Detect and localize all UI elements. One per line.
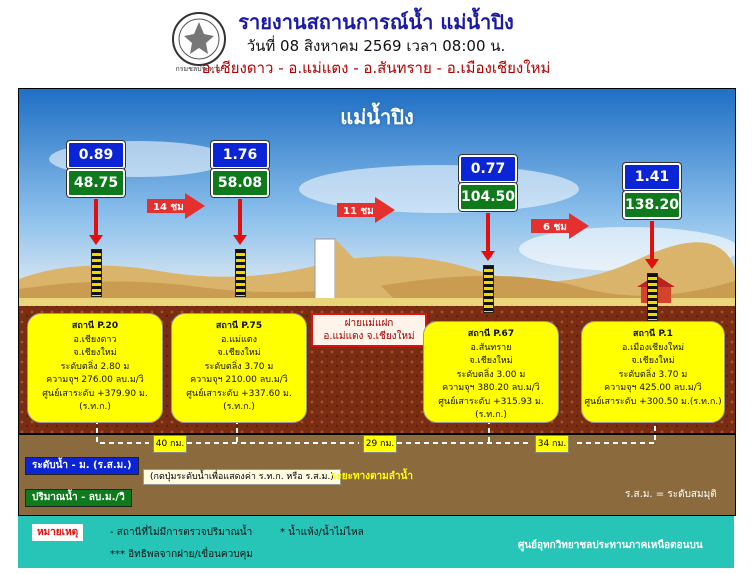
rsm-definition: ร.ส.ม. = ระดับสมมุติ — [625, 489, 717, 500]
staff-gauge-icon — [235, 249, 246, 297]
remark-weir-influence: *** อิทธิพลจากฝาย/เขื่อนควบคุม — [110, 549, 253, 560]
capacity: ความจุฯ 380.20 ลบ.ม/วิ — [442, 383, 540, 393]
station-province: จ.เชียงใหม่ — [469, 356, 513, 366]
station-amphoe: อ.สันทราย — [470, 342, 512, 353]
gauge-datum: ศูนย์เสาระดับ +337.60 ม.(ร.ท.ก.) — [186, 388, 292, 413]
station-name: สถานี P.75 — [215, 321, 263, 331]
station-p67-flow-button[interactable]: 104.50 — [459, 183, 517, 211]
travel-arrow-icon — [531, 213, 589, 239]
royal-irrigation-seal — [168, 10, 230, 68]
remarks-label: หมายเหตุ — [32, 524, 84, 541]
weir-name: ฝายแม่แฝก — [344, 318, 394, 329]
station-p75-level-button[interactable]: 1.76 — [211, 141, 269, 169]
station-p20-level-button[interactable]: 0.89 — [67, 141, 125, 169]
river-name: แม่น้ำปิง — [340, 105, 414, 129]
staff-gauge-icon — [91, 249, 102, 297]
remark-dry: * น้ำแห้ง/น้ำไม่ไหล — [280, 527, 364, 538]
arrow-head-icon — [481, 251, 495, 261]
down-arrow-icon — [94, 199, 98, 237]
arrow-head-icon — [645, 259, 659, 269]
station-amphoe: อ.เมืองเชียงใหม่ — [621, 342, 685, 353]
station-province: จ.เชียงใหม่ — [217, 348, 261, 358]
weir-label: ฝายแม่แฝก อ.แม่แตง จ.เชียงใหม่ — [311, 313, 427, 347]
station-p1-flow-button[interactable]: 138.20 — [623, 191, 681, 219]
gauge-datum: ศูนย์เสาระดับ +315.93 ม.(ร.ท.ก.) — [438, 396, 544, 421]
distance-label: 40 กม. — [153, 435, 187, 453]
flow-legend-button[interactable]: ปริมาณน้ำ - ลบ.ม./วิ — [25, 489, 132, 507]
down-arrow-icon — [486, 213, 490, 253]
station-p67-level-button[interactable]: 0.77 — [459, 155, 517, 183]
bank-level: ระดับตลิ่ง 3.70 ม — [204, 361, 274, 372]
station-province: จ.เชียงใหม่ — [631, 356, 675, 366]
station-p20-flow-button[interactable]: 48.75 — [67, 169, 125, 197]
down-arrow-icon — [650, 221, 654, 261]
gauge-datum: ศูนย์เสาระดับ +300.50 ม.(ร.ท.ก.) — [584, 396, 722, 407]
capacity: ความจุฯ 210.00 ลบ.ม/วิ — [190, 375, 288, 385]
capacity: ความจุฯ 276.00 ลบ.ม/วิ — [46, 375, 144, 385]
unit-toggle-note: (กดปุ่มระดับน้ำเพื่อแสดงค่า ร.ท.ก. หรือ … — [143, 469, 341, 485]
remark-no-flow-station: - สถานีที่ไม่มีการตรวจปริมาณน้ำ — [110, 527, 253, 538]
bank-level: ระดับตลิ่ง 3.00 ม — [456, 369, 526, 380]
travel-time-label: 11 ชม — [343, 206, 374, 217]
station-amphoe: อ.แม่แตง — [220, 334, 258, 345]
distance-label: 34 กม. — [535, 435, 569, 453]
agency-name: ศูนย์อุทกวิทยาชลประทานภาคเหนือตอนบน — [518, 540, 703, 551]
travel-time-label: 14 ชม — [153, 202, 184, 213]
distance-label: 29 กม. — [363, 435, 397, 453]
capacity: ความจุฯ 425.00 ลบ.ม/วิ — [604, 383, 702, 393]
station-p1-level-button[interactable]: 1.41 — [623, 163, 681, 191]
report-title: รายงานสถานการณ์น้ำ แม่น้ำปิง — [238, 10, 514, 34]
station-province: จ.เชียงใหม่ — [73, 348, 117, 358]
river-distance-legend: ระยะทางตามลำน้ำ — [331, 471, 413, 482]
seal-caption: กรมชลประทาน — [175, 65, 223, 73]
travel-arrow-icon — [147, 193, 205, 219]
station-info-card: สถานี P.75 อ.แม่แตง จ.เชียงใหม่ ระดับตลิ… — [171, 313, 307, 423]
weir-location: อ.แม่แตง จ.เชียงใหม่ — [323, 331, 415, 342]
down-arrow-icon — [238, 199, 242, 237]
station-name: สถานี P.67 — [467, 329, 515, 339]
bank-level: ระดับตลิ่ง 2.80 ม — [60, 361, 130, 372]
station-name: สถานี P.20 — [71, 321, 119, 331]
travel-time-label: 6 ชม — [543, 222, 567, 233]
station-info-card: สถานี P.67 อ.สันทราย จ.เชียงใหม่ ระดับตล… — [423, 321, 559, 423]
station-p75-flow-button[interactable]: 58.08 — [211, 169, 269, 197]
station-name: สถานี P.1 — [633, 329, 673, 339]
staff-gauge-icon — [647, 273, 658, 321]
station-info-card: สถานี P.20 อ.เชียงดาว จ.เชียงใหม่ ระดับต… — [27, 313, 163, 423]
gauge-datum: ศูนย์เสาระดับ +379.90 ม.(ร.ท.ก.) — [42, 388, 148, 413]
remarks-bar: หมายเหตุ - สถานีที่ไม่มีการตรวจปริมาณน้ำ… — [18, 516, 734, 568]
travel-arrow-icon — [337, 197, 395, 223]
bank-level: ระดับตลิ่ง 3.70 ม — [618, 369, 688, 380]
report-date: วันที่ 08 สิงหาคม 2569 เวลา 08:00 น. — [246, 37, 506, 55]
arrow-head-icon — [233, 235, 247, 245]
river-panel: แม่น้ำปิง 0.89 48.75 1.76 58.08 0.77 104… — [18, 88, 736, 516]
station-amphoe: อ.เชียงดาว — [73, 334, 117, 345]
level-legend-button[interactable]: ระดับน้ำ - ม. (ร.ส.ม.) — [25, 457, 139, 475]
staff-gauge-icon — [483, 265, 494, 313]
district-list: อ.เชียงดาว - อ.แม่แตง - อ.สันทราย - อ.เม… — [201, 59, 551, 77]
arrow-head-icon — [89, 235, 103, 245]
station-info-card: สถานี P.1 อ.เมืองเชียงใหม่ จ.เชียงใหม่ ร… — [581, 321, 725, 423]
